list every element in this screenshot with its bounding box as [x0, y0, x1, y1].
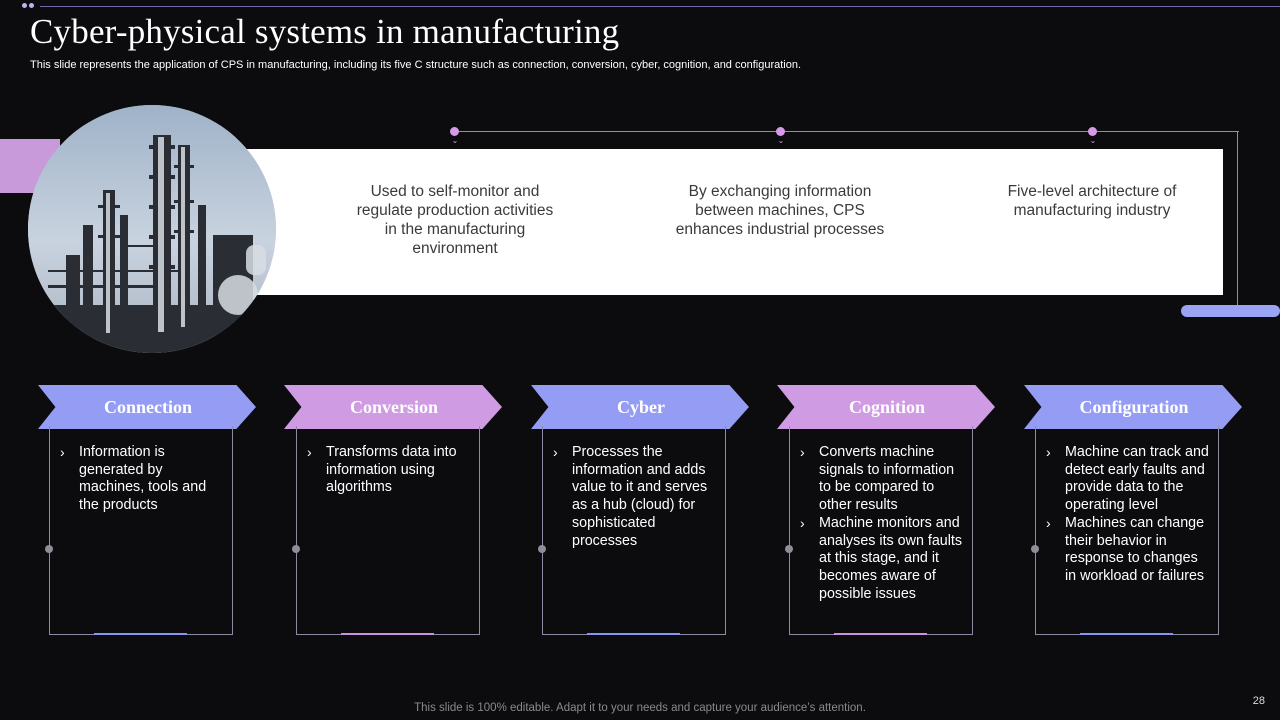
connector-dot	[538, 545, 546, 553]
pin-arrow-icon: ⌄	[451, 136, 459, 145]
slide-footer: This slide is 100% editable. Adapt it to…	[414, 702, 866, 714]
connector-line	[49, 553, 50, 635]
stage-point: Transforms data into information using a…	[307, 444, 471, 497]
band-frame-top	[454, 131, 1239, 132]
stage-label: Configuration	[1079, 396, 1189, 417]
stage-arrow-configuration: Configuration	[1024, 385, 1242, 429]
stage-arrow-connection: Connection	[38, 385, 256, 429]
highlight-band	[240, 149, 1223, 295]
stage-point: Machine can track and detect early fault…	[1046, 444, 1210, 515]
connector-dot	[292, 545, 300, 553]
pin-arrow-icon: ⌄	[1089, 136, 1097, 145]
stage-point: Information is generated by machines, to…	[60, 444, 224, 515]
stage-arrow-conversion: Conversion	[284, 385, 502, 429]
stage-label: Cyber	[617, 396, 665, 417]
connector-line	[789, 553, 790, 635]
page-number: 28	[1252, 695, 1265, 707]
stage-card-conversion: Transforms data into information using a…	[296, 426, 480, 635]
pin-arrow-icon: ⌄	[777, 136, 785, 145]
stage-point: Converts machine signals to information …	[800, 444, 964, 515]
stage-point: Processes the information and adds value…	[553, 444, 717, 550]
stage-card-cognition: Converts machine signals to information …	[789, 426, 973, 635]
stage-point: Machine monitors and analyses its own fa…	[800, 515, 964, 604]
connector-dot	[785, 545, 793, 553]
slide-top-rule	[40, 6, 1280, 7]
decorative-pill	[1181, 305, 1280, 317]
highlight-text-2: By exchanging information between machin…	[675, 183, 885, 238]
stage-card-connection: Information is generated by machines, to…	[49, 426, 233, 635]
card-accent	[1080, 633, 1173, 635]
page-title: Cyber-physical systems in manufacturing	[30, 12, 620, 51]
stage-label: Cognition	[848, 396, 926, 417]
stage-label: Conversion	[349, 396, 438, 417]
stage-point: Machines can change their behavior in re…	[1046, 515, 1210, 586]
connector-line	[1035, 553, 1036, 635]
stage-card-cyber: Processes the information and adds value…	[542, 426, 726, 635]
highlight-text-3: Five-level architecture of manufacturing…	[1007, 183, 1177, 219]
slide-decoration-dots	[22, 3, 36, 9]
stage-label: Connection	[103, 396, 192, 417]
connector-line	[542, 553, 543, 635]
highlight-pin-2	[776, 127, 785, 136]
band-frame-right	[1237, 131, 1238, 309]
stage-arrow-cognition: Cognition	[777, 385, 995, 429]
card-accent	[587, 633, 680, 635]
stage-arrow-cyber: Cyber	[531, 385, 749, 429]
connector-line	[296, 553, 297, 635]
card-accent	[94, 633, 187, 635]
card-accent	[834, 633, 927, 635]
industrial-plant-photo	[28, 105, 276, 353]
connector-dot	[45, 545, 53, 553]
highlight-pin-1	[450, 127, 459, 136]
connector-dot	[1031, 545, 1039, 553]
stage-card-configuration: Machine can track and detect early fault…	[1035, 426, 1219, 635]
highlight-pin-3	[1088, 127, 1097, 136]
page-subtitle: This slide represents the application of…	[30, 59, 802, 71]
card-accent	[341, 633, 434, 635]
highlight-text-1: Used to self-monitor and regulate produc…	[356, 183, 554, 257]
